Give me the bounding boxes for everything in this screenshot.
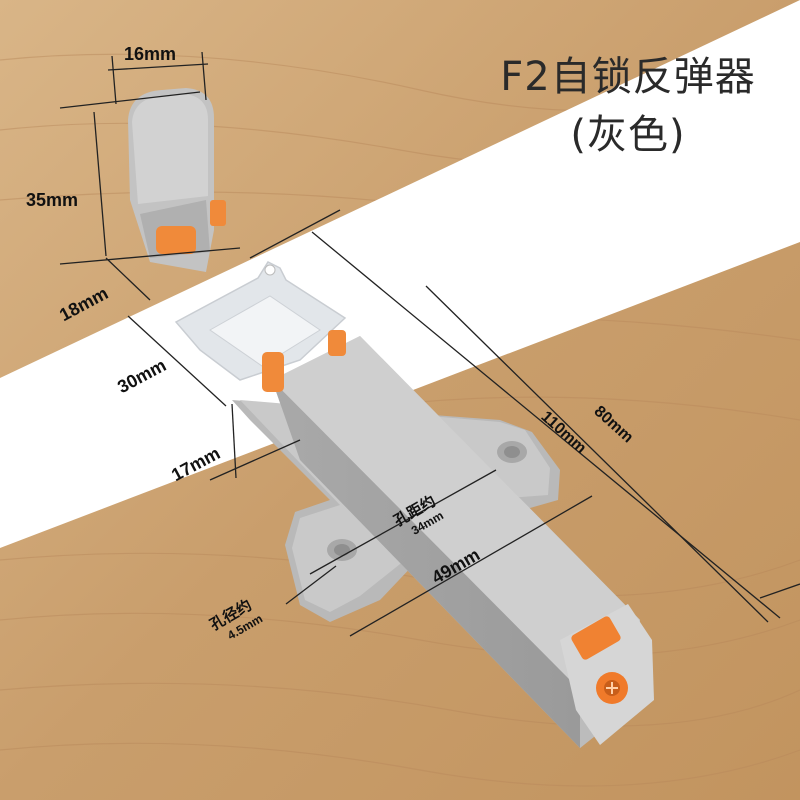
product-title: F2自锁反弹器 bbox=[500, 54, 756, 100]
adjust-wheel bbox=[571, 616, 621, 660]
color-variant: (灰色) bbox=[570, 112, 686, 158]
dim-label-16mm: 16mm bbox=[124, 44, 177, 64]
push-latch-body bbox=[232, 330, 654, 748]
catch-part bbox=[128, 88, 226, 272]
dimension-lines bbox=[59, 51, 800, 637]
white-band bbox=[0, 0, 800, 548]
dim-label-35mm: 35mm bbox=[26, 190, 79, 210]
product-title-block: F2自锁反弹器 (灰色) bbox=[478, 48, 778, 164]
clear-bracket bbox=[174, 261, 347, 381]
